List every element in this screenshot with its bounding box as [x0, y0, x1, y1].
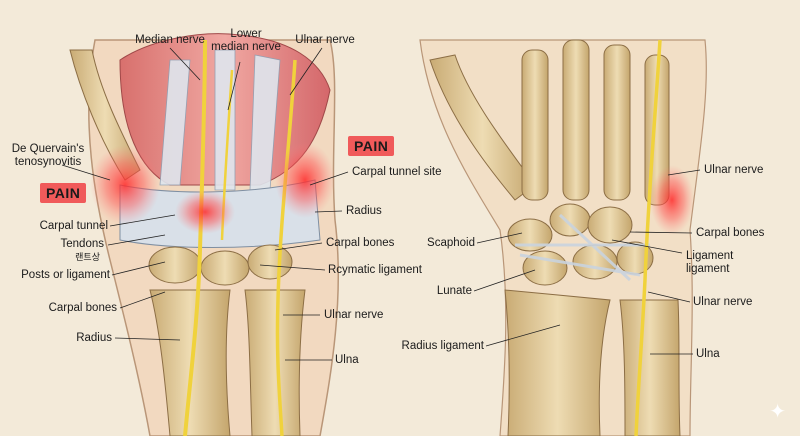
left-ulna-bone [244, 289, 306, 436]
right-wrist [419, 39, 707, 436]
right-ulnar-nerve [634, 39, 662, 436]
label-radius-ligament: Radius ligament [401, 340, 484, 352]
pain-badge-right: PAIN [348, 136, 395, 156]
label-ligament-line2: ligament [686, 263, 730, 275]
left-tendons [159, 49, 281, 191]
label-radius-right-of-left: Radius [346, 205, 382, 217]
label-posts-or-ligament: Posts or ligament [21, 269, 110, 281]
label-ligament-line1: Ligament [686, 250, 734, 262]
label-carpal-tunnel: Carpal tunnel [39, 220, 108, 232]
sparkle-icon: ✦ [769, 401, 786, 423]
label-lunate: Lunate [436, 285, 472, 297]
label-lower-median-nerve-line2: median nerve [211, 41, 281, 53]
label-tendons: Tendons [60, 238, 104, 250]
label-de-quervain-line2: tenosynovitis [14, 156, 82, 168]
label-ulnar-nerve-right-low: Ulnar nerve [693, 296, 753, 308]
right-ulna-bone [619, 299, 681, 436]
label-carpal-bones-left-mid: Carpal bones [326, 237, 395, 249]
label-de-quervain-line1: De Quervain's [11, 143, 85, 155]
label-carpal-bones-right: Carpal bones [696, 227, 765, 239]
left-pain-glow-thumb [90, 145, 160, 225]
label-carpal-bones-left-low: Carpal bones [48, 302, 117, 314]
label-ulna-left: Ulna [335, 354, 359, 366]
pain-badge-left: PAIN [40, 183, 87, 203]
label-ulnar-nerve-left-low: Ulnar nerve [324, 309, 384, 321]
label-lower-median-nerve-line1: Lower [230, 28, 262, 40]
label-rcymatic-ligament: Rcymatic ligament [328, 264, 422, 276]
right-radius-bone [504, 289, 611, 436]
label-tendons-sub: 랜트상 [75, 252, 100, 262]
leader-lines [61, 47, 701, 361]
label-scaphoid: Scaphoid [427, 237, 475, 249]
left-pain-glow-center [175, 190, 235, 234]
left-radius-bone [149, 289, 231, 436]
label-ulnar-nerve-right-top: Ulnar nerve [704, 164, 764, 176]
label-ulnar-nerve-top: Ulnar nerve [295, 34, 355, 46]
label-carpal-tunnel-site: Carpal tunnel site [352, 166, 442, 178]
label-median-nerve: Median nerve [135, 34, 205, 46]
left-wrist [69, 33, 339, 436]
left-ulnar-nerve [275, 59, 297, 436]
right-pain-glow [650, 165, 694, 235]
right-scaphoid-bone [507, 218, 553, 252]
left-pain-glow-ulnar [275, 142, 335, 218]
label-radius-left-low: Radius [76, 332, 112, 344]
label-ulna-right: Ulna [696, 348, 720, 360]
left-median-nerve [183, 39, 207, 436]
